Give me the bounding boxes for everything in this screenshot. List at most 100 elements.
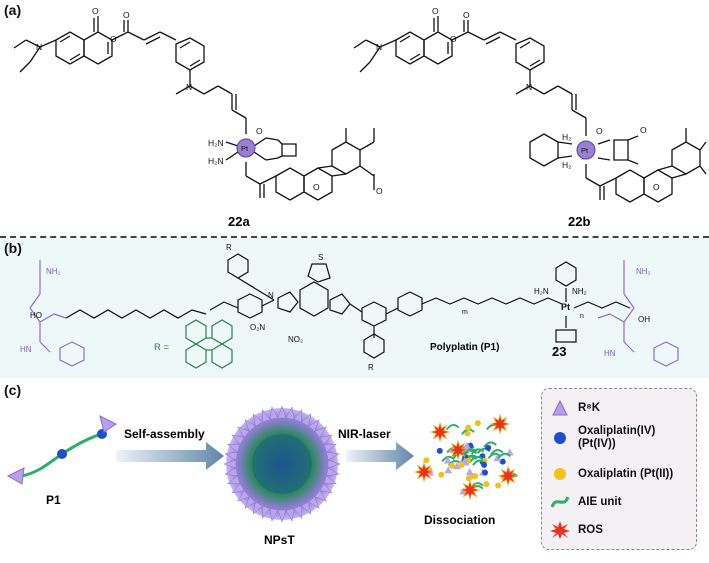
nanoparticle-spike xyxy=(226,475,241,485)
nanoparticle-spike xyxy=(285,406,295,420)
r-group-top: R xyxy=(226,243,232,252)
nanoparticle-spike xyxy=(326,467,340,477)
atom-o-enone-right: O xyxy=(463,10,470,20)
p1-molecule xyxy=(6,415,117,485)
dissociation-label: Dissociation xyxy=(424,513,495,527)
atom-s-core: S xyxy=(318,253,323,262)
atom-n-amine-right: N xyxy=(526,82,532,92)
nanoparticle-spike xyxy=(224,451,238,461)
pt-ii-sphere xyxy=(495,482,502,489)
panel-a-label: (a) xyxy=(4,2,22,18)
pt-iv-sphere xyxy=(485,444,492,451)
r-group-bottom: R xyxy=(368,363,374,372)
atom-n-left: N xyxy=(36,42,42,52)
nanoparticle-spike xyxy=(293,505,303,520)
panel-c-scheme: P1 Self-assembly NPsT NIR-laser Dissocia… xyxy=(6,405,519,547)
nanoparticle-spike xyxy=(244,418,256,432)
blue-sphere-icon xyxy=(554,432,566,444)
ros-burst xyxy=(489,413,511,435)
nir-laser-label: NIR-laser xyxy=(338,427,391,441)
compound-label-22a: 22a xyxy=(228,214,250,229)
legend-item-ros: ROS xyxy=(550,521,603,539)
atom-o-lactone-right: O xyxy=(450,34,457,44)
legend-item-oxaliplatin-iv: Oxaliplatin(IV) (Pt(IV)) xyxy=(550,425,655,451)
nanoparticle-spike xyxy=(224,467,238,477)
polymer-name-label: Polyplatin (P1) xyxy=(430,342,499,353)
nanoparticle-spike xyxy=(301,413,312,427)
nanoparticle-spike xyxy=(261,505,271,520)
r8k-fragment xyxy=(462,442,471,450)
pt-ii-sphere xyxy=(423,457,430,464)
atom-h2-bottom-right: H₂ xyxy=(562,160,571,170)
nanoparticle-spike xyxy=(314,426,328,438)
atom-pt-center: Pt xyxy=(561,302,570,312)
legend-label-aie: AIE unit xyxy=(578,495,622,508)
aie-fragment xyxy=(470,448,485,455)
atom-ho-left: HO xyxy=(30,311,42,320)
nanoparticle-spike xyxy=(261,408,271,423)
atom-o-keto-left: O xyxy=(376,186,383,196)
legend-label-oxaliplatin-iv-line2: (Pt(IV)) xyxy=(578,438,616,450)
atom-n-left-aryl: N xyxy=(268,291,274,300)
nanoparticle-spike xyxy=(223,459,237,469)
nanoparticle-spike xyxy=(244,496,256,510)
atom-o-axial-left: O xyxy=(256,126,263,136)
compound-label-23: 23 xyxy=(552,344,566,359)
panel-divider xyxy=(0,236,709,238)
nanoparticle-spike xyxy=(277,405,287,419)
nanoparticle-spike xyxy=(326,451,340,461)
atom-o-axial-right: O xyxy=(596,126,603,136)
self-assembly-label: Self-assembly xyxy=(124,427,205,441)
nanoparticle-spike xyxy=(269,406,279,420)
atom-o-oxalate-right: O xyxy=(640,125,647,135)
pt-atom-right xyxy=(576,140,596,160)
pt-atom-left xyxy=(236,138,256,158)
nanoparticle-spike xyxy=(231,434,245,445)
atom-nh2-left: NH₂ xyxy=(46,267,61,276)
atom-oh-right: OH xyxy=(638,315,650,324)
nanoparticle-spike xyxy=(323,475,338,485)
atom-o2n: O₂N xyxy=(250,323,265,332)
atom-o-enone-left: O xyxy=(123,10,130,20)
legend-item-aie: AIE unit xyxy=(550,493,621,511)
legend-label-ros: ROS xyxy=(578,523,603,536)
nanoparticle-spike xyxy=(301,501,312,515)
nanoparticle-spike xyxy=(236,426,250,438)
panel-c-label: (c) xyxy=(4,382,22,398)
aie-fragment xyxy=(445,424,460,431)
r-equals-label: R = xyxy=(154,342,170,353)
panel-b: (b) xyxy=(0,238,709,378)
nanoparticle-spike xyxy=(285,508,295,522)
legend-item-oxaliplatin-ii: Oxaliplatin (Pt(II)) xyxy=(550,465,673,483)
pt-ii-sphere xyxy=(474,420,481,427)
ros-burst xyxy=(459,479,481,501)
aie-fragment xyxy=(463,448,478,455)
pt-iv-sphere xyxy=(436,447,443,454)
r8k-fragment xyxy=(493,454,502,462)
panel-b-structure: NH₂ HO HN NH₂ OH HN R N S O₂N NO₂ R H₂N … xyxy=(20,243,679,372)
pt-label-right: Pt xyxy=(581,146,589,155)
panel-c: (c) P1 Self-assembly xyxy=(0,380,709,558)
compound-label-22b: 22b xyxy=(568,214,590,229)
pt-ii-sphere xyxy=(458,461,465,468)
p1-label: P1 xyxy=(46,493,61,507)
nanoparticle-spike xyxy=(319,434,333,445)
nanoparticle-spike xyxy=(293,408,303,423)
nanoparticle-spike xyxy=(319,483,333,494)
pt-iv-sphere xyxy=(481,461,488,468)
green-curve-icon xyxy=(550,496,570,508)
yellow-sphere-icon xyxy=(554,468,566,480)
nanoparticle-spike xyxy=(269,508,279,522)
legend-box: R⁸K Oxaliplatin(IV) (Pt(IV)) Oxaliplatin… xyxy=(541,388,697,550)
npst-nanoparticle xyxy=(223,405,341,523)
atom-o-carbonyl-left: O xyxy=(92,6,99,16)
nanoparticle-spike xyxy=(252,501,263,515)
pt-ii-sphere xyxy=(465,424,472,431)
atom-o-carbonyl-right: O xyxy=(432,6,439,16)
nanoparticle-spike xyxy=(277,509,287,523)
nanoparticle-spike xyxy=(327,459,341,469)
aie-fragment xyxy=(483,441,497,448)
self-assembly-arrow xyxy=(116,442,224,470)
nanoparticle-spike xyxy=(252,413,263,427)
panel-a: (a) xyxy=(0,0,709,236)
